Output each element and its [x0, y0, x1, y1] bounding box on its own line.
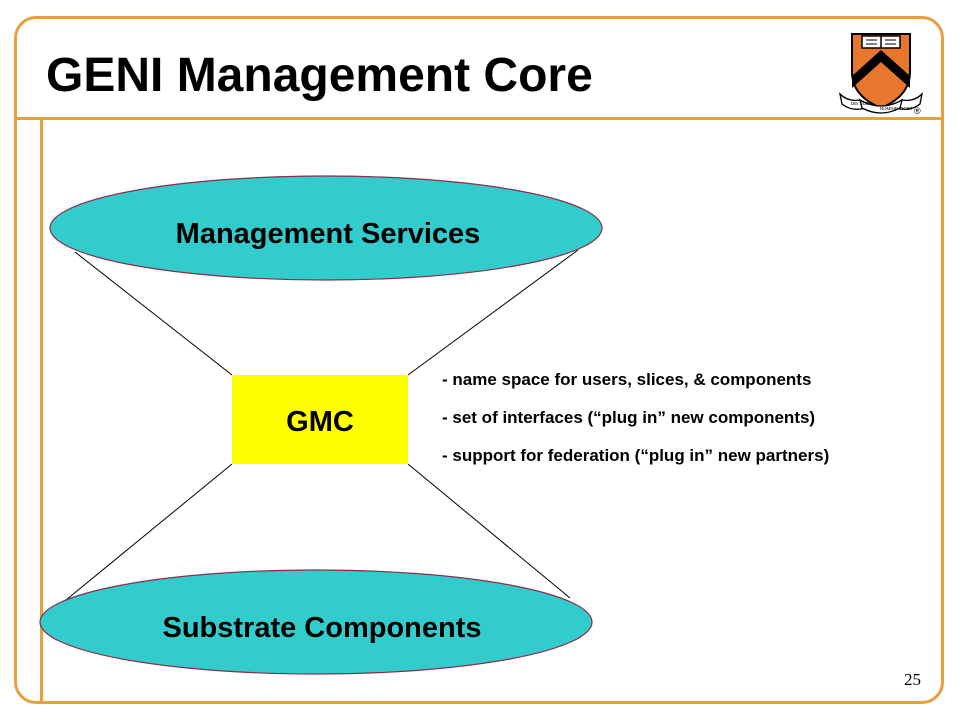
list-item: name space for users, slices, & componen…: [442, 370, 829, 390]
list-item: set of interfaces (“plug in” new compone…: [442, 408, 829, 428]
slide-title: GENI Management Core: [46, 49, 593, 102]
logo-motto-left: DEI SUB: [851, 101, 869, 106]
list-item: support for federation (“plug in” new pa…: [442, 446, 829, 466]
slide-frame: [14, 16, 944, 704]
management-services-node: [49, 175, 603, 281]
title-divider: [14, 117, 944, 120]
connector-bottom-left: [65, 463, 233, 601]
princeton-shield-icon: DEI SUB NUMINE VIGET ®: [838, 33, 924, 114]
connector-top-right: [407, 249, 579, 376]
gmc-feature-list: name space for users, slices, & componen…: [442, 370, 829, 484]
gmc-node: [232, 375, 408, 464]
left-divider: [40, 118, 43, 704]
substrate-components-node: [39, 569, 593, 675]
connector-bottom-right: [407, 463, 571, 599]
page-number: 25: [904, 670, 921, 689]
logo-motto-right: NUMINE VIGET: [880, 106, 913, 111]
registered-mark: ®: [914, 106, 921, 114]
management-services-label: Management Services: [176, 218, 481, 250]
connector-top-left: [74, 251, 233, 376]
substrate-components-label: Substrate Components: [162, 612, 481, 644]
gmc-label: GMC: [286, 406, 354, 438]
